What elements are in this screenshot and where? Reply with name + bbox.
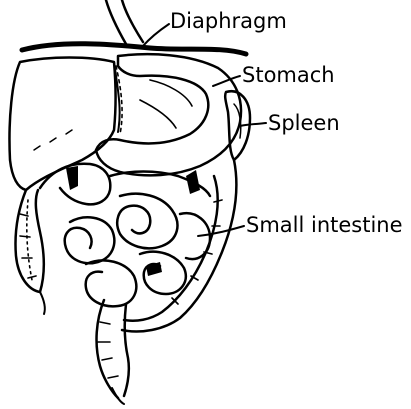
label-stomach: Stomach (242, 63, 335, 87)
transverse-colon (40, 164, 210, 205)
colon-shadow-right (186, 170, 200, 194)
colon-shadow-left (66, 166, 78, 190)
ascending-colon (15, 190, 44, 314)
diaphragm-line (22, 44, 246, 54)
stomach-leader (213, 76, 240, 86)
label-diaphragm: Diaphragm (170, 9, 287, 33)
small-intestine-leader (198, 226, 244, 236)
label-small-intestine: Small intestine (246, 213, 403, 237)
descending-colon (122, 160, 236, 332)
esophagus (106, 0, 143, 44)
small-intestine (65, 194, 210, 307)
rectum (97, 300, 129, 404)
diaphragm-leader (142, 24, 169, 47)
spleen-leader (240, 123, 266, 126)
label-spleen: Spleen (268, 111, 340, 135)
